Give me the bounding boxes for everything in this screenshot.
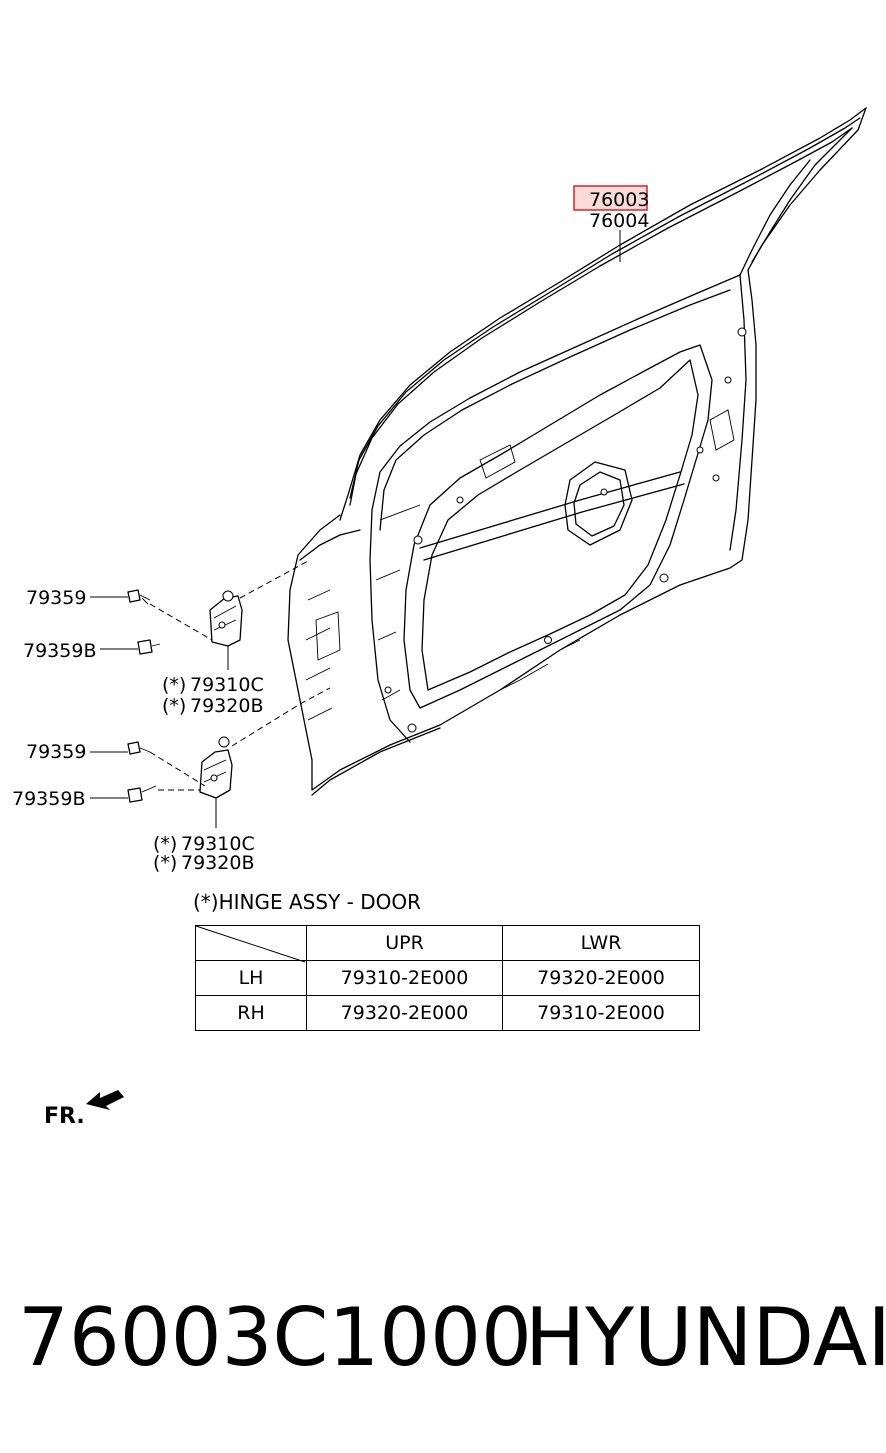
- hinge-table-title: (*)HINGE ASSY - DOOR: [193, 890, 421, 914]
- assembly-lines: [149, 559, 331, 791]
- hinge-table: UPR LWR LH 79310-2E000 79320-2E000 RH 79…: [195, 925, 700, 1031]
- door-panel: [287, 107, 867, 796]
- callout-hinge-lower-2: 79320B: [181, 852, 254, 874]
- callout-bolt-lower: 79359: [26, 741, 86, 763]
- lower-bolt-b-icon: [127, 785, 157, 803]
- callout-hinge-lower-1: 79310C: [181, 833, 255, 855]
- leader-lines: [90, 230, 621, 828]
- callout-asterisk-lower-2: (*): [153, 852, 177, 874]
- upper-hinge: [209, 590, 243, 647]
- row-side: RH: [195, 995, 307, 1031]
- table-row: RH 79320-2E000 79310-2E000: [195, 995, 700, 1031]
- callout-bolt-b-lower: 79359B: [12, 788, 85, 810]
- table-title-text: HINGE ASSY - DOOR: [218, 890, 422, 914]
- callout-76003: 76003: [589, 189, 649, 211]
- callout-asterisk-upper-2: (*): [162, 695, 186, 717]
- lower-hinge: [199, 736, 233, 799]
- row-upr: 79310-2E000: [306, 960, 503, 996]
- callout-asterisk-upper-1: (*): [162, 674, 186, 696]
- callout-hinge-upper-1: 79310C: [190, 674, 264, 696]
- callout-bolt-b-upper: 79359B: [23, 640, 96, 662]
- table-title-asterisk: (*): [193, 890, 219, 914]
- callout-asterisk-lower-1: (*): [153, 833, 177, 855]
- callout-76004: 76004: [589, 210, 649, 232]
- front-direction-label: FR.: [44, 1104, 85, 1129]
- row-upr: 79320-2E000: [306, 995, 503, 1031]
- highlight-box: [573, 185, 648, 211]
- upper-bolt-b-icon: [137, 639, 161, 655]
- callout-bolt-upper: 79359: [26, 587, 86, 609]
- header-upr: UPR: [306, 925, 503, 961]
- callout-hinge-upper-2: 79320B: [190, 695, 263, 717]
- table-row: LH 79310-2E000 79320-2E000: [195, 960, 700, 996]
- header-lwr: LWR: [502, 925, 700, 961]
- table-header-row: UPR LWR: [195, 925, 700, 961]
- front-arrow-icon: [86, 1090, 124, 1110]
- part-number: 76003C1000: [18, 1291, 532, 1384]
- row-lwr: 79320-2E000: [502, 960, 700, 996]
- upper-bolt-icon: [127, 589, 151, 605]
- row-lwr: 79310-2E000: [502, 995, 700, 1031]
- brand-name: HYUNDAI: [525, 1291, 886, 1384]
- row-side: LH: [195, 960, 307, 996]
- header-corner: [195, 925, 307, 961]
- lower-bolt-icon: [127, 741, 151, 755]
